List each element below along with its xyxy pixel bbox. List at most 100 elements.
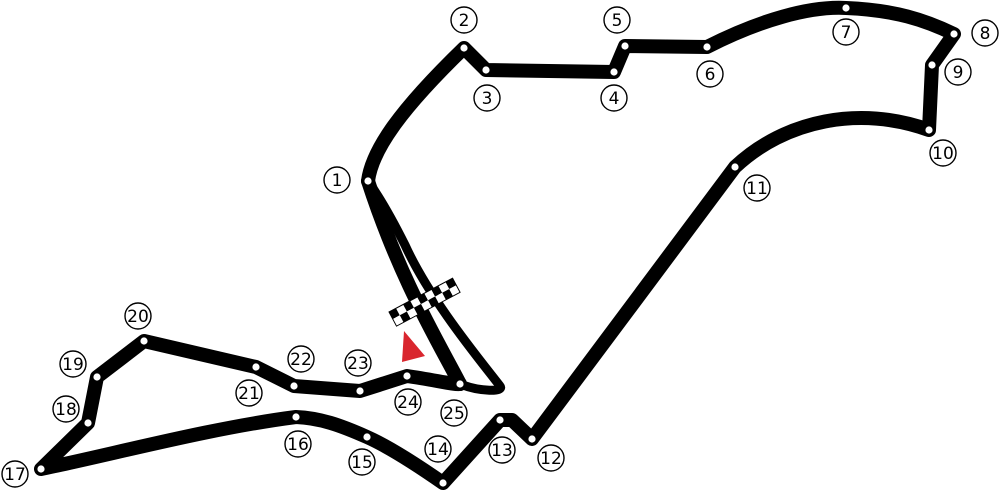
corner-label-18: 18: [52, 395, 80, 423]
corner-dot-9: [928, 61, 936, 69]
corner-number: 25: [443, 404, 465, 424]
corner-dot-18: [84, 419, 92, 427]
corner-number: 22: [290, 350, 312, 370]
corner-label-circle: [929, 139, 957, 167]
corner-label-circle: [1, 460, 29, 488]
corner-number: 1: [332, 171, 343, 191]
corner-label-circle: [832, 18, 860, 46]
corner-label-circle: [440, 399, 468, 427]
corner-dot-4: [610, 68, 618, 76]
corner-label-10: 10: [929, 139, 957, 167]
corner-number: 16: [287, 435, 309, 455]
corner-number: 8: [980, 24, 991, 44]
corner-label-17: 17: [1, 460, 29, 488]
corner-dot-17: [37, 465, 45, 473]
corner-number: 24: [397, 393, 419, 413]
corner-label-14: 14: [424, 435, 452, 463]
corner-dot-12: [528, 435, 536, 443]
corner-dot-22: [290, 382, 298, 390]
pit-lane: [363, 176, 506, 395]
corner-number: 2: [459, 11, 470, 31]
corner-dot-1: [364, 177, 372, 185]
corner-dot-10: [925, 126, 933, 134]
corner-number: 6: [705, 65, 716, 85]
start-marker: [402, 331, 425, 362]
corner-label-circle: [52, 395, 80, 423]
corner-number: 18: [55, 400, 77, 420]
corner-number: 17: [4, 465, 26, 485]
start-finish-line: [388, 277, 461, 327]
corner-number: 14: [427, 440, 449, 460]
checker-border: [388, 277, 461, 327]
corner-label-circle: [488, 436, 516, 464]
corner-label-2: 2: [450, 6, 478, 34]
corner-label-11: 11: [743, 174, 771, 202]
corner-label-4: 4: [600, 84, 628, 112]
corner-label-circle: [287, 345, 315, 373]
corner-label-circle: [743, 174, 771, 202]
corner-number: 5: [612, 11, 623, 31]
track-outline: [34, 0, 961, 490]
corner-label-circle: [537, 444, 565, 472]
corner-label-circle: [284, 430, 312, 458]
corner-label-15: 15: [348, 448, 376, 476]
corner-dot-7: [842, 4, 850, 12]
corner-label-12: 12: [537, 444, 565, 472]
corner-dot-6: [703, 43, 711, 51]
corner-label-circle: [971, 19, 999, 47]
corner-label-circle: [603, 6, 631, 34]
corner-label-13: 13: [488, 436, 516, 464]
corner-dot-25: [456, 380, 464, 388]
corner-label-circle: [473, 84, 501, 112]
corner-label-circle: [235, 379, 263, 407]
corner-dot-3: [482, 66, 490, 74]
corner-dot-16: [292, 413, 300, 421]
corner-label-3: 3: [473, 84, 501, 112]
corner-label-8: 8: [971, 19, 999, 47]
corner-dot-11: [731, 163, 739, 171]
corner-label-circle: [323, 166, 351, 194]
corner-dot-21: [252, 363, 260, 371]
corner-number: 7: [841, 23, 852, 43]
corner-number: 9: [953, 63, 964, 83]
corner-number: 19: [62, 355, 84, 375]
corner-label-circle: [124, 302, 152, 330]
corner-label-circle: [59, 350, 87, 378]
corner-label-circle: [696, 60, 724, 88]
corner-dot-20: [140, 337, 148, 345]
corner-label-circle: [348, 448, 376, 476]
corner-number: 3: [482, 89, 493, 109]
corner-label-23: 23: [344, 349, 372, 377]
corner-label-20: 20: [124, 302, 152, 330]
corner-label-circle: [600, 84, 628, 112]
corner-dot-2: [460, 44, 468, 52]
corner-label-24: 24: [394, 388, 422, 416]
corner-label-16: 16: [284, 430, 312, 458]
corner-dot-23: [356, 387, 364, 395]
corner-dot-8: [950, 30, 958, 38]
corner-label-circle: [450, 6, 478, 34]
corner-label-circle: [944, 58, 972, 86]
corner-number: 4: [609, 89, 620, 109]
corner-label-9: 9: [944, 58, 972, 86]
corner-label-circle: [344, 349, 372, 377]
corner-number: 13: [491, 441, 513, 461]
corner-dot-14: [439, 479, 447, 487]
corner-label-21: 21: [235, 379, 263, 407]
corner-label-19: 19: [59, 350, 87, 378]
corner-dot-13: [496, 416, 504, 424]
corner-dot-15: [363, 433, 371, 441]
corner-number: 20: [127, 307, 149, 327]
corner-number: 21: [238, 384, 260, 404]
corner-label-6: 6: [696, 60, 724, 88]
corner-number: 11: [746, 179, 768, 199]
corner-label-1: 1: [323, 166, 351, 194]
corner-number: 23: [347, 354, 369, 374]
corner-label-7: 7: [832, 18, 860, 46]
corner-label-25: 25: [440, 399, 468, 427]
corner-number: 15: [351, 453, 373, 473]
corner-dot-5: [621, 42, 629, 50]
corner-dot-19: [93, 373, 101, 381]
corner-label-circle: [424, 435, 452, 463]
